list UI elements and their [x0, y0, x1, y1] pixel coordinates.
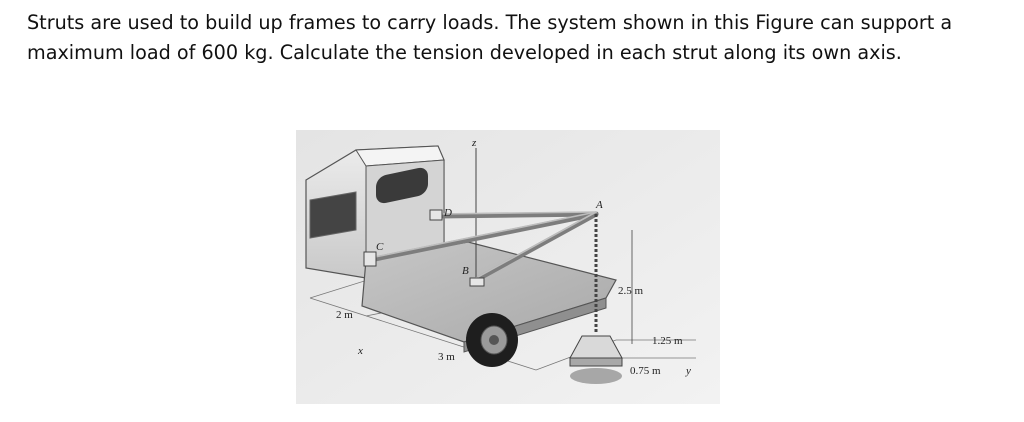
bracket-b	[469, 277, 485, 287]
point-c-label: C	[376, 241, 384, 253]
bracket-c	[363, 251, 377, 267]
point-a-label: A	[595, 199, 603, 211]
struts	[367, 211, 599, 283]
strut-ab	[473, 211, 599, 283]
point-d-label: D	[443, 207, 452, 219]
point-b-label: B	[462, 265, 469, 277]
wheel	[466, 313, 518, 367]
load-block	[569, 335, 623, 384]
x-axis-label: x	[357, 345, 363, 357]
strut-ac	[367, 211, 599, 263]
y-axis-label: y	[685, 365, 691, 377]
truck-cab	[305, 145, 445, 279]
dim-offset1-label: 1.25 m	[652, 335, 683, 347]
question-text: Struts are used to build up frames to ca…	[27, 11, 953, 64]
side-window	[309, 191, 357, 239]
strut-ad	[435, 211, 599, 219]
dim-width-label: 2 m	[336, 309, 353, 321]
cab-window	[376, 167, 428, 204]
dim-length-label: 3 m	[438, 351, 455, 363]
truck-strut-figure: z A D C B 2.5 m 2 m x 3 m 1.25 m 0.75 m …	[296, 130, 720, 404]
z-axis-label: z	[471, 137, 477, 149]
dim-offset2-label: 0.75 m	[630, 365, 661, 377]
bracket-d	[429, 209, 443, 221]
dim-height-label: 2.5 m	[618, 285, 644, 297]
